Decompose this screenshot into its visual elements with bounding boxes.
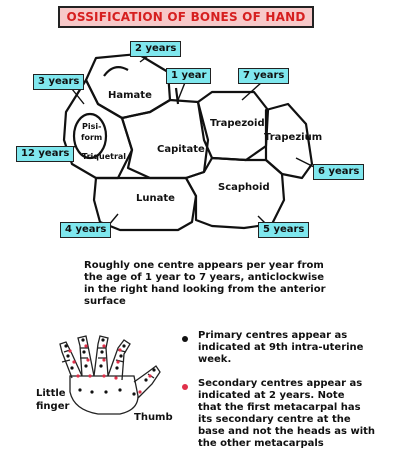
- thumb-label: Thumb: [134, 412, 173, 423]
- hamate-label: Hamate: [108, 90, 152, 101]
- secondary-legend-text: Secondary centres appear as indicated at…: [198, 378, 394, 450]
- trapezium-outline: [264, 102, 314, 180]
- primary-centre-dots: [64, 338, 156, 396]
- trapezium-label: Trapezium: [264, 132, 323, 143]
- capitate-notch: [174, 87, 180, 105]
- lunate-age-tag: 4 years: [60, 222, 112, 238]
- trapezoid-age-tag: 7 years: [238, 68, 290, 84]
- secondary-legend-line: the other metacarpals: [198, 438, 324, 449]
- trapezium-age-tag: 6 years: [313, 164, 365, 180]
- scaphoid-label: Scaphoid: [218, 182, 270, 193]
- lunate-label: Lunate: [136, 193, 175, 204]
- capitate-outline: [120, 98, 210, 180]
- primary-legend-line: Primary centres appear as: [198, 330, 348, 341]
- description-line: the age of 1 year to 7 years, anticlockw…: [84, 272, 324, 283]
- capitate-label: Capitate: [157, 144, 205, 155]
- pisiform-age-tag: 12 years: [16, 146, 75, 162]
- primary-legend-text: Primary centres appear as indicated at 9…: [198, 330, 394, 366]
- description-line: Roughly one centre appears per year from: [84, 260, 324, 271]
- description-text: Roughly one centre appears per year from…: [84, 260, 326, 308]
- primary-legend-dot: [182, 336, 188, 342]
- little-label: Little: [36, 388, 66, 399]
- lunate-outline: [92, 176, 198, 232]
- pisiform-label-1: Pisi-: [82, 122, 102, 131]
- scaphoid-age-tag: 5 years: [258, 222, 310, 238]
- scaphoid-outline: [184, 156, 286, 230]
- secondary-legend-line: that the first metacarpal has: [198, 402, 361, 413]
- hand-illustration: [59, 335, 161, 415]
- primary-legend-line: indicated at 9th intra-uterine: [198, 342, 364, 353]
- secondary-legend-line: Secondary centres appear as: [198, 378, 363, 389]
- description-line: surface: [84, 296, 126, 307]
- triquetral-label: Triquetral: [82, 152, 127, 161]
- secondary-legend-dot: [182, 384, 188, 390]
- secondary-legend-line: its secondary centre at the: [198, 414, 351, 425]
- trapezoid-label: Trapezoid: [210, 118, 265, 129]
- triquetral-age-tag: 3 years: [33, 74, 85, 90]
- hamate-age-tag: 2 years: [130, 41, 182, 57]
- finger-label: finger: [36, 401, 70, 412]
- primary-legend-line: week.: [198, 354, 232, 365]
- secondary-legend-line: indicated at 2 years. Note: [198, 390, 345, 401]
- pisiform-outline: [72, 112, 108, 160]
- secondary-centre-dots: [68, 344, 152, 394]
- capitate-age-tag: 1 year: [166, 68, 212, 84]
- pisiform-label-2: form: [81, 133, 103, 142]
- diagram-title: OSSIFICATION OF BONES OF HAND: [66, 10, 306, 24]
- title-box: OSSIFICATION OF BONES OF HAND: [58, 6, 314, 28]
- description-line: in the right hand looking from the anter…: [84, 284, 326, 295]
- secondary-legend-line: base and not the heads as with: [198, 426, 376, 437]
- hamate-hook: [103, 65, 129, 77]
